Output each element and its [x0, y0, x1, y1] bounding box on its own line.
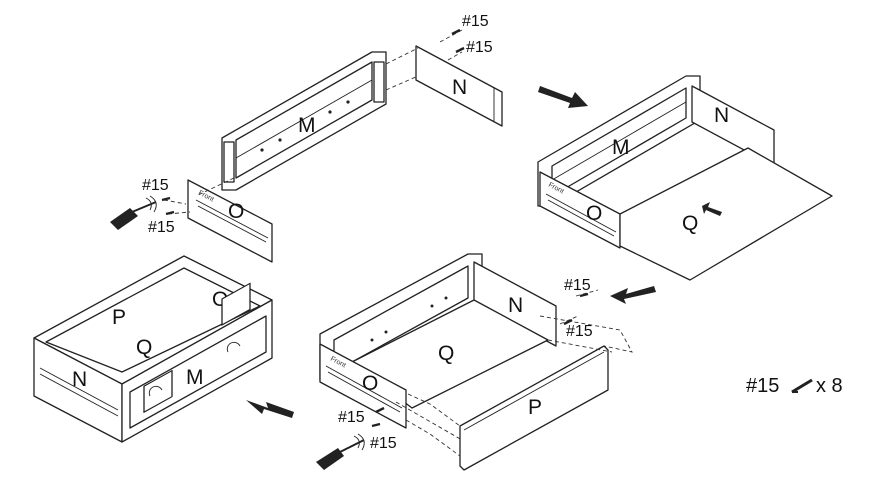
screw-label: #15 — [370, 435, 397, 452]
step-4-completed-drawer: P O Q N M — [33, 255, 273, 443]
screw-label: #15 — [564, 277, 591, 294]
label-o: O — [228, 200, 244, 223]
label-n: N — [714, 104, 729, 127]
label-q: Q — [682, 212, 698, 235]
screw-label: #15 — [466, 39, 493, 56]
label-m: M — [612, 136, 630, 159]
step-1-exploded-frame: M N Front O #15 #15 — [110, 13, 503, 263]
arrow-left-icon — [246, 400, 294, 418]
screw-label: #15 — [462, 13, 489, 30]
side-panel-n: N — [415, 45, 503, 127]
screw-icon — [161, 28, 465, 216]
screw-label: #15 — [566, 323, 593, 340]
label-n: N — [508, 294, 523, 317]
screwdriver-icon — [110, 195, 157, 230]
label-q: Q — [438, 342, 454, 365]
label-o: O — [586, 202, 602, 225]
screw-icon — [371, 292, 589, 428]
label-p: P — [528, 396, 542, 419]
arrow-insert-icon — [702, 202, 722, 216]
label-m: M — [298, 114, 316, 137]
arrow-left-icon — [610, 286, 656, 304]
step-2-insert-bottom: M N Front O Q — [537, 75, 833, 281]
hardware-legend: #15 x 8 — [746, 375, 843, 397]
screw-label: #15 — [142, 177, 169, 194]
label-p: P — [112, 306, 126, 329]
label-o: O — [362, 372, 378, 395]
screw-label: #15 — [148, 219, 175, 236]
screw-icon — [791, 378, 813, 394]
side-panel-o: Front O — [187, 179, 273, 263]
step-3-attach-front: N Q Front O P #15 #15 #15 #15 — [316, 253, 633, 471]
screwdriver-icon — [316, 433, 365, 470]
legend-screw-code: #15 — [746, 375, 779, 397]
label-n: N — [452, 76, 467, 99]
label-n: N — [72, 368, 87, 391]
back-panel-m: M — [221, 51, 387, 191]
arrow-right-icon — [538, 86, 588, 108]
label-m: M — [186, 366, 204, 389]
handle-cutout-icon — [143, 282, 251, 413]
screw-label: #15 — [338, 409, 365, 426]
legend-screw-count: x 8 — [816, 375, 843, 397]
label-q: Q — [136, 336, 152, 359]
